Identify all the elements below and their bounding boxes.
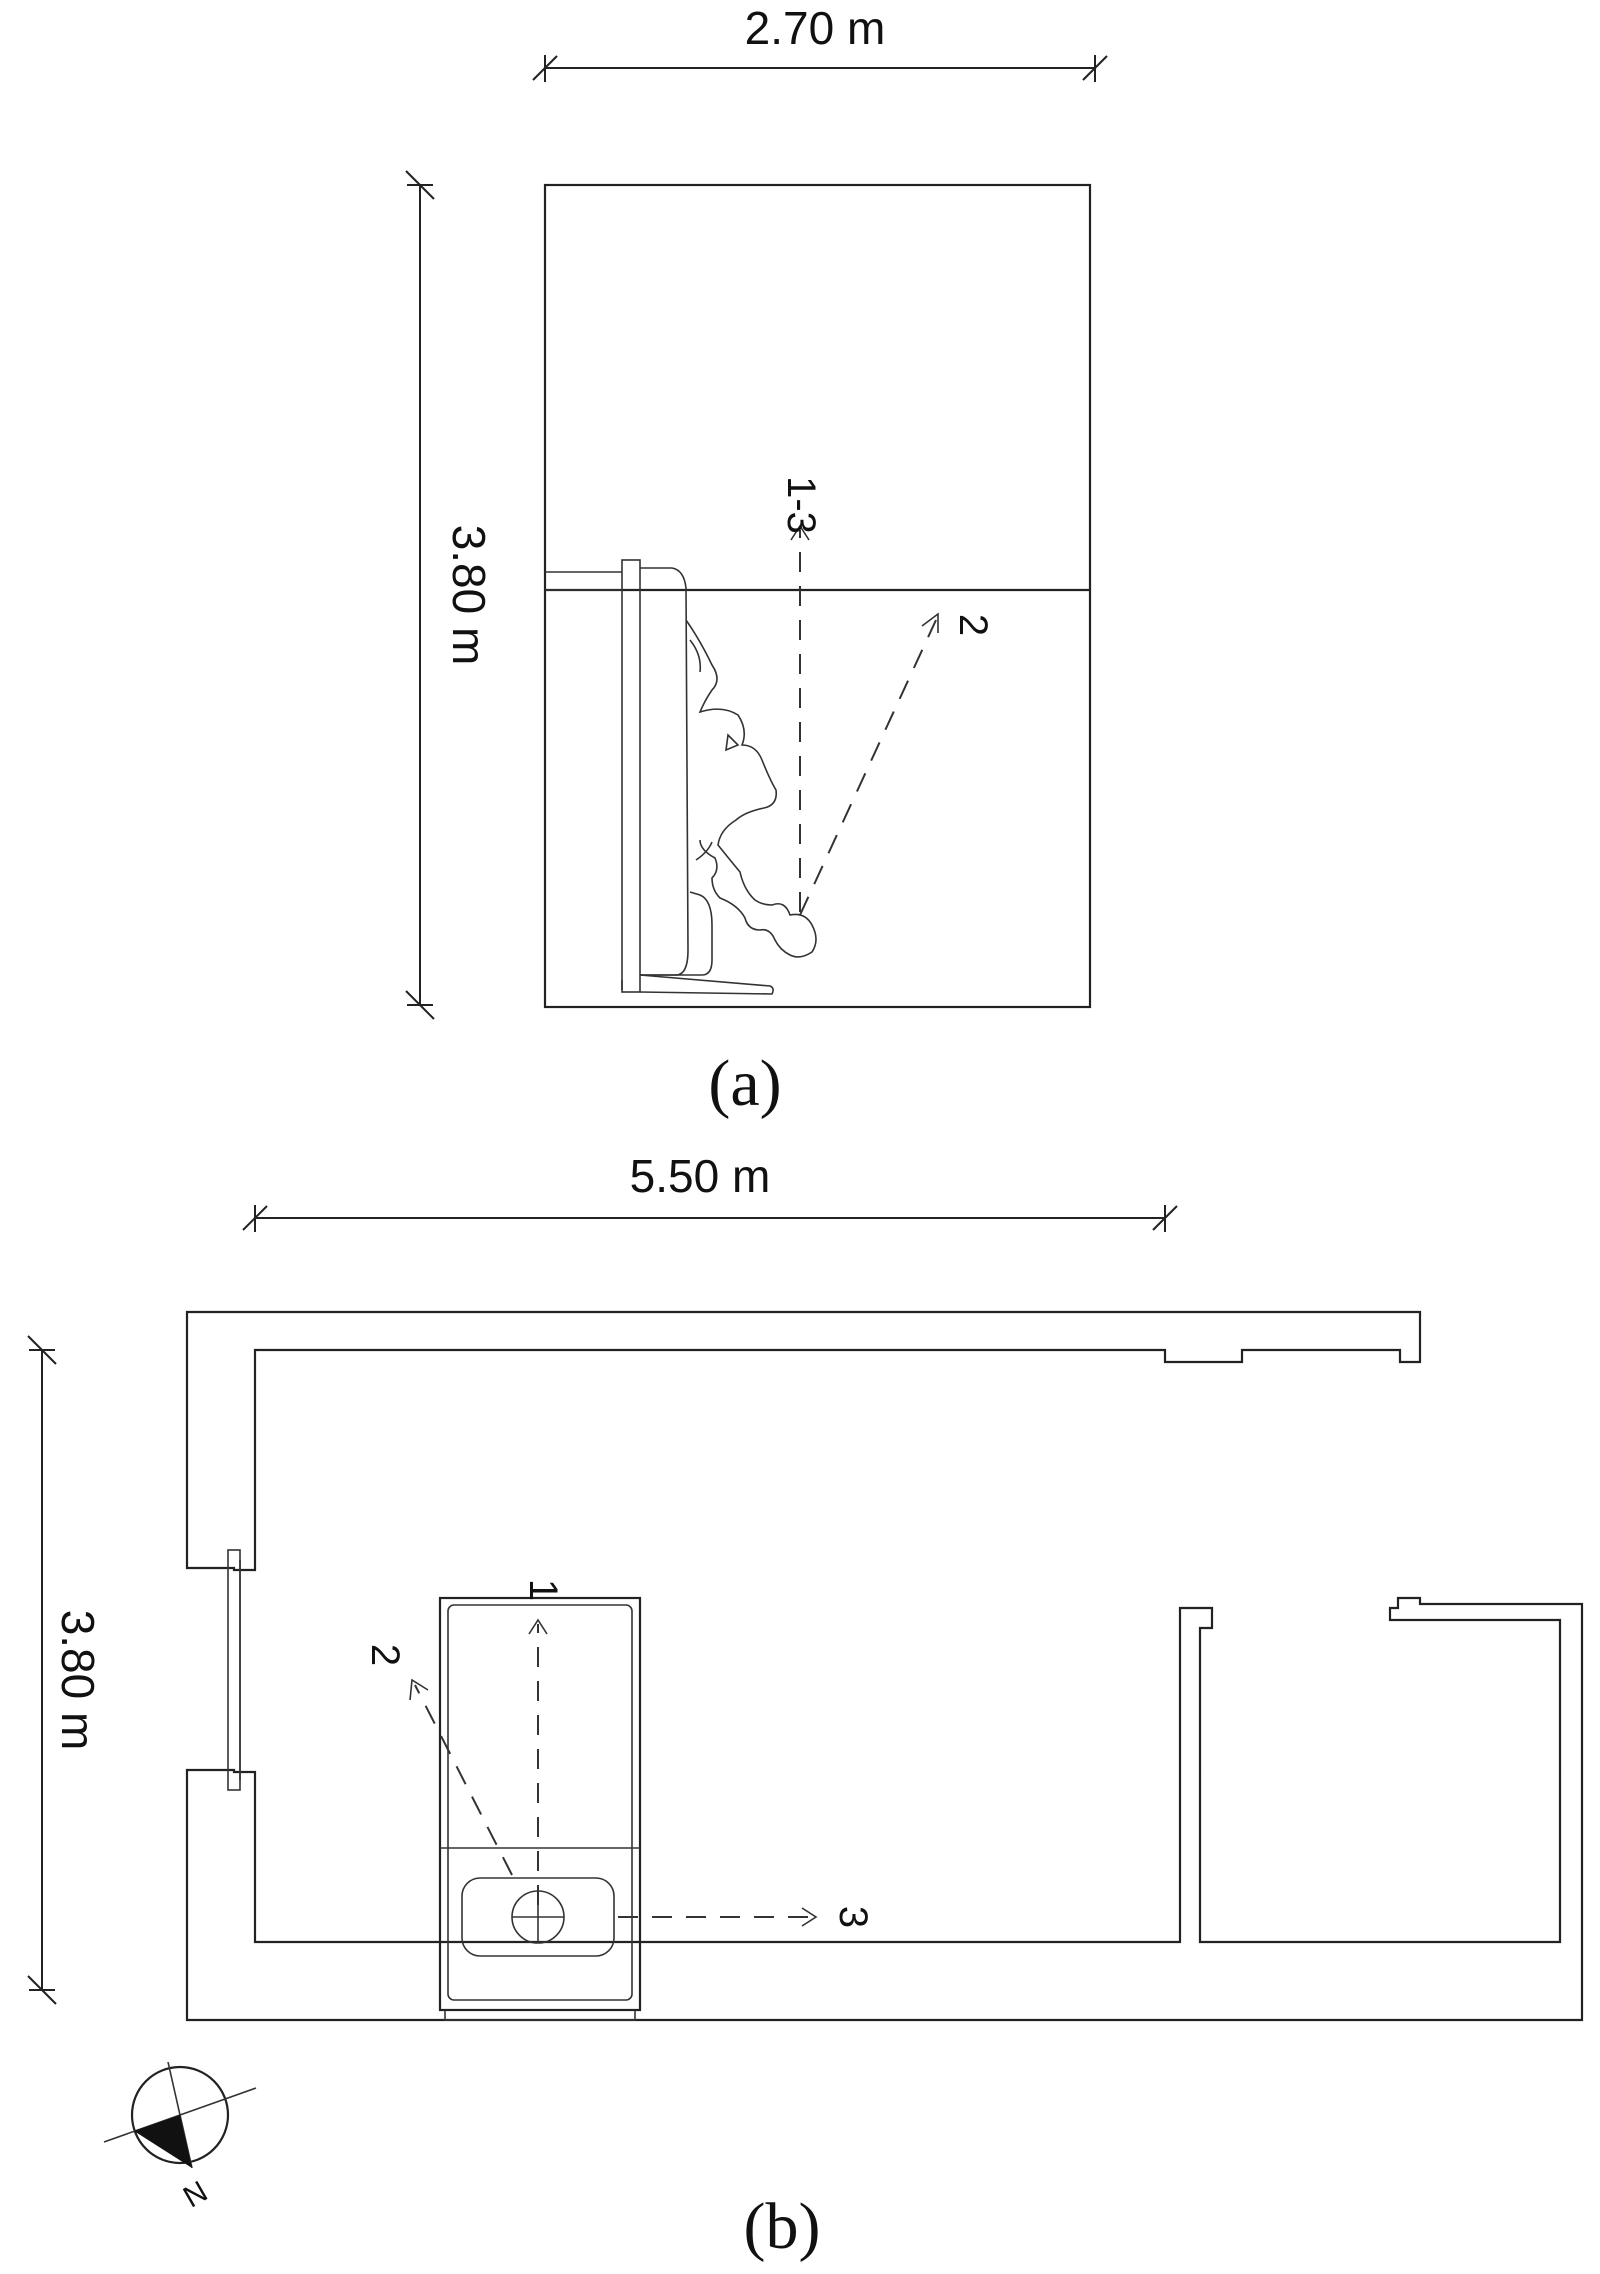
panel-b-height-label: 3.80 m	[52, 1610, 104, 1751]
panel-a-room-outline	[543, 183, 1092, 1009]
panel-b-view-arrows: 1 2 3	[363, 1579, 875, 1928]
panel-a-view-arrow-2	[799, 619, 937, 916]
panel-a-view-label-1-3: 1-3	[779, 476, 823, 534]
panel-a-height-dimension: 3.80 m	[405, 170, 495, 1020]
panel-b-view-label-3: 3	[831, 1906, 875, 1928]
panel-b-window	[227, 1549, 241, 1791]
panel-b: 5.50 m 3.80 m	[27, 1150, 1584, 2263]
panel-b-bed	[438, 1596, 642, 2021]
panel-b-height-dimension: 3.80 m	[27, 1335, 104, 2005]
panel-b-width-dimension: 5.50 m	[242, 1150, 1178, 1232]
panel-a-width-dimension: 2.70 m	[532, 2, 1108, 82]
panel-b-outer-wall-lower	[185, 1596, 1584, 2022]
compass-icon: N	[103, 2061, 257, 2213]
panel-a-view-arrows: 1-3 2	[779, 476, 995, 916]
panel-b-view-label-1: 1	[521, 1579, 565, 1601]
panel-b-width-label: 5.50 m	[630, 1150, 771, 1202]
panel-a-width-label: 2.70 m	[745, 2, 886, 54]
panel-a-bed-elevation	[545, 559, 774, 995]
panel-a-person-detail	[689, 639, 740, 861]
panel-a-height-label: 3.80 m	[443, 525, 495, 666]
panel-b-view-label-2: 2	[363, 1644, 407, 1666]
panel-a: 2.70 m 3.80 m	[405, 2, 1108, 1120]
compass-north-label: N	[177, 2174, 212, 2213]
panel-a-caption: (a)	[708, 1047, 781, 1120]
panel-b-outer-wall	[185, 1310, 1422, 1572]
panel-a-view-label-2: 2	[951, 614, 995, 636]
panel-a-person-figure	[685, 619, 817, 958]
panel-b-view-arrow-2	[414, 1684, 513, 1876]
panel-b-caption: (b)	[744, 2190, 821, 2263]
